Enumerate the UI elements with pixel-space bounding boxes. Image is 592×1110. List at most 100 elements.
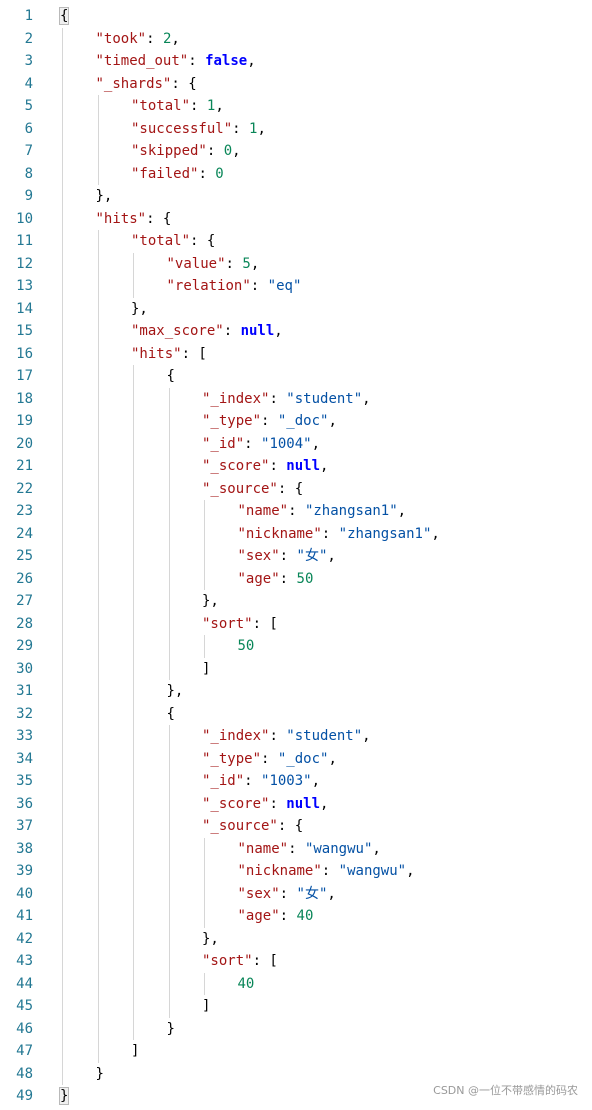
code-token: "eq" — [267, 278, 302, 294]
code-token: : — [261, 750, 278, 767]
code-line: 19"_type": "_doc", — [0, 410, 592, 433]
line-number: 8 — [24, 165, 33, 182]
code-token: : — [232, 120, 250, 137]
code-token: "1003" — [261, 773, 312, 789]
code-line: 22 "_source": { — [0, 478, 592, 501]
code-token: "name" — [237, 503, 289, 519]
code-text: "relation": "eq" — [167, 275, 302, 298]
line-number: 14 — [16, 300, 33, 317]
code-token: : — [279, 885, 297, 902]
code-token: , — [232, 143, 241, 159]
code-token: ] — [202, 660, 211, 677]
line-number: 40 — [16, 885, 33, 902]
code-text: }, — [96, 185, 113, 208]
code-token: , — [397, 503, 407, 519]
code-line: 42}, — [0, 928, 592, 951]
indent-guide — [97, 230, 99, 1063]
code-token: "zhangsan1" — [304, 503, 398, 519]
code-token: : { — [277, 480, 304, 497]
line-number: 37 — [16, 818, 33, 834]
line-number: 35 — [16, 773, 33, 789]
line-number: 34 — [16, 750, 33, 767]
line-number: 4 — [24, 75, 33, 92]
code-token: "sex" — [237, 548, 280, 564]
code-token: } — [58, 1087, 70, 1105]
code-line: 43"sort": [ — [0, 950, 592, 973]
code-token: "_type" — [202, 750, 262, 767]
code-token: 0 — [223, 143, 233, 159]
code-token: : — [279, 908, 297, 924]
code-text: "age": 50 — [238, 568, 314, 591]
code-token: , — [327, 548, 336, 564]
code-token: : { — [277, 818, 304, 834]
code-line: 18"_index": "student", — [0, 388, 592, 411]
code-token: ] — [131, 1043, 140, 1059]
code-text: "hits": { — [96, 208, 172, 231]
code-text: { — [58, 5, 70, 28]
code-token: "_doc" — [277, 750, 329, 767]
code-line: 14}, — [0, 298, 592, 321]
line-number: 11 — [16, 233, 33, 249]
line-number: 5 — [24, 98, 33, 114]
line-number: 45 — [16, 998, 33, 1014]
code-text: { — [167, 365, 175, 388]
code-text: } — [96, 1063, 104, 1086]
code-token: , — [328, 413, 337, 429]
code-token: : — [269, 728, 287, 744]
indent-guide — [204, 635, 205, 658]
code-line: 24"nickname": "zhangsan1", — [0, 523, 592, 546]
code-token: "age" — [237, 908, 280, 924]
code-token: }, — [131, 300, 148, 317]
code-token: "age" — [237, 570, 280, 587]
code-token: 50 — [296, 570, 314, 587]
code-token: : — [321, 525, 339, 542]
code-text: ] — [202, 658, 210, 681]
code-token: { — [166, 705, 175, 722]
code-line: 48} — [0, 1063, 592, 1086]
code-token: ] — [202, 998, 211, 1014]
line-number: 29 — [16, 638, 33, 654]
indent-guide — [204, 972, 205, 995]
code-token: "name" — [237, 840, 289, 857]
code-text: "_score": null, — [202, 455, 328, 478]
indent-guide — [168, 725, 170, 1018]
code-line: 5"total": 1, — [0, 95, 592, 118]
code-token: 40 — [296, 908, 314, 924]
line-number: 12 — [16, 255, 33, 272]
code-token: , — [328, 750, 337, 767]
code-token: , — [372, 840, 381, 857]
code-token: : — [269, 458, 287, 474]
code-token: "successful" — [131, 120, 233, 137]
code-text: "name": "zhangsan1", — [238, 500, 407, 523]
code-line: 27}, — [0, 590, 592, 613]
code-token: 40 — [237, 975, 255, 992]
line-number: 32 — [16, 705, 33, 722]
line-number: 28 — [16, 615, 33, 632]
line-number: 10 — [16, 210, 33, 227]
code-text: "_type": "_doc", — [202, 748, 337, 771]
code-text: "_id": "1004", — [202, 433, 320, 456]
code-token: : { — [190, 233, 216, 249]
code-token: : — [269, 390, 287, 407]
code-token: null — [286, 795, 321, 812]
code-line: 39"nickname": "wangwu", — [0, 860, 592, 883]
code-line: 40"sex": "女", — [0, 883, 592, 906]
code-token: "_source" — [202, 480, 278, 497]
code-text: "_source": { — [202, 478, 303, 501]
code-line: 47] — [0, 1040, 592, 1063]
code-token: "_index" — [202, 728, 270, 744]
line-number: 27 — [16, 593, 33, 609]
line-number: 22 — [16, 480, 33, 497]
code-token: : — [206, 143, 224, 159]
code-token: : — [279, 548, 297, 564]
line-number: 24 — [16, 525, 33, 542]
code-token: }, — [202, 593, 219, 609]
code-text: "_id": "1003", — [202, 770, 320, 793]
code-line: 21"_score": null, — [0, 455, 592, 478]
code-text: "sort": [ — [202, 613, 278, 636]
code-text: "_source": { — [202, 815, 303, 838]
code-token: , — [362, 728, 371, 744]
